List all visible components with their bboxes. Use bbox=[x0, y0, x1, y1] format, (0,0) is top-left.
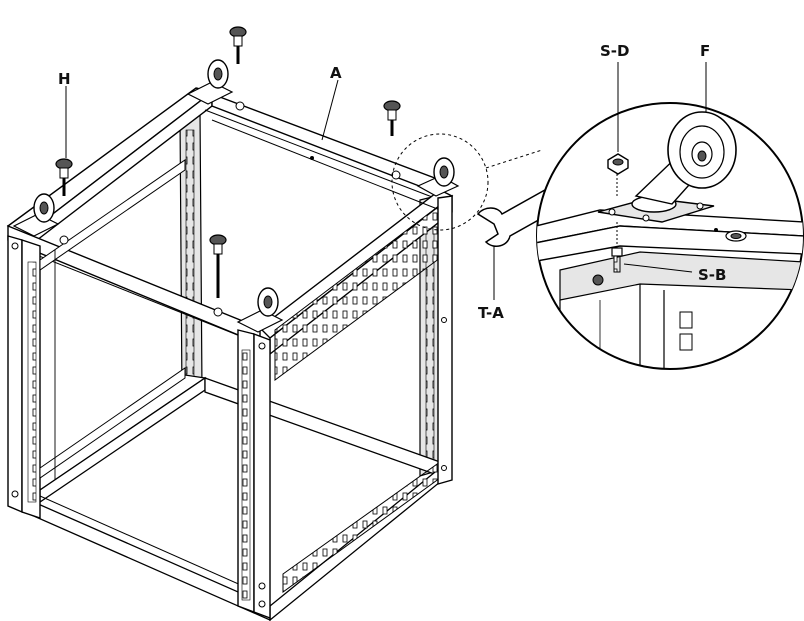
rack-frame bbox=[6, 87, 454, 621]
caster-front-left bbox=[12, 193, 69, 245]
front-post-center bbox=[237, 329, 271, 620]
caster-rear-left bbox=[186, 59, 245, 111]
label-h: H bbox=[58, 70, 71, 88]
caster-front-right bbox=[213, 287, 284, 333]
leveling-foot-right bbox=[383, 100, 401, 136]
bottom-frame bbox=[18, 374, 441, 621]
side-rails bbox=[39, 159, 186, 480]
detail-magnified-view bbox=[536, 62, 804, 370]
label-t-a: T-A bbox=[478, 304, 504, 322]
front-post-left bbox=[7, 235, 41, 519]
detail-callout bbox=[391, 133, 543, 231]
rear-post-left bbox=[179, 109, 203, 399]
leveling-foot-center bbox=[209, 234, 227, 298]
label-a: A bbox=[330, 64, 342, 82]
label-f: F bbox=[700, 42, 710, 60]
leveling-foot-h bbox=[55, 158, 73, 196]
label-s-d: S-D bbox=[600, 42, 629, 60]
caster-rear-right bbox=[391, 157, 460, 197]
part-labels: H A S-D F S-B T-A bbox=[58, 42, 726, 322]
front-post-right bbox=[437, 195, 453, 485]
top-frame bbox=[6, 87, 454, 381]
leveling-foot-top bbox=[229, 26, 247, 64]
label-s-b: S-B bbox=[698, 266, 726, 284]
